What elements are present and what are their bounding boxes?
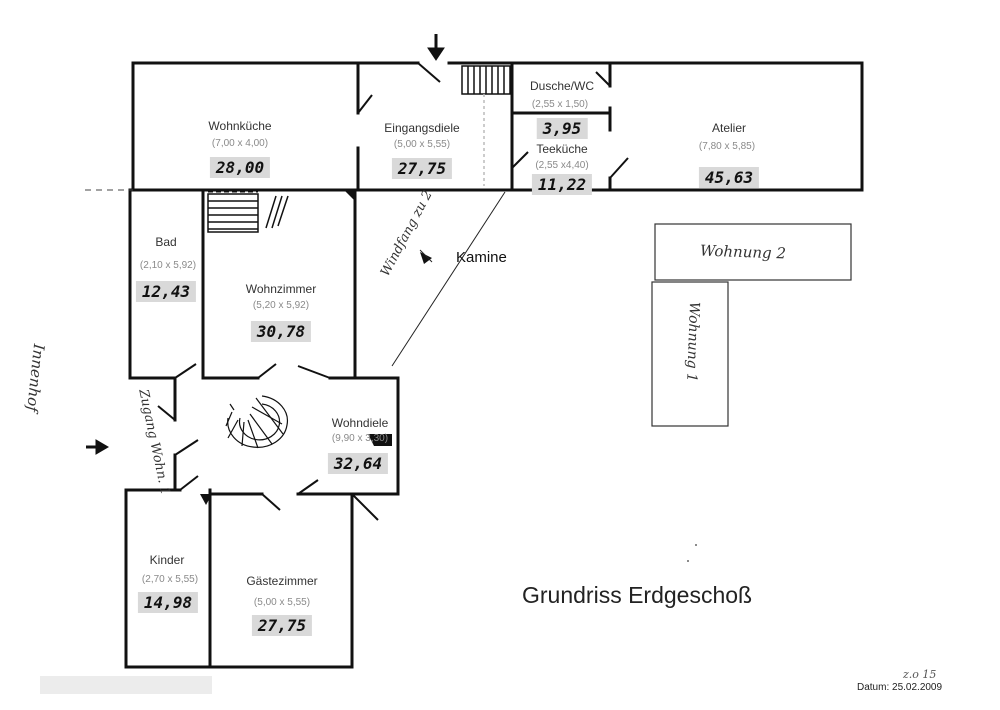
door-swing <box>157 405 176 421</box>
room-dims-kinder: (2,70 x 5,55) <box>141 574 199 585</box>
room-area-wohndiele: 32,64 <box>327 453 389 474</box>
room-name-dusche: Dusche/WC <box>529 79 595 93</box>
arrow-top-icon <box>428 34 444 60</box>
door-swing <box>609 157 629 179</box>
room-area-teekueche: 11,22 <box>531 174 593 195</box>
room-dims-bad: (2,10 x 5,92) <box>139 260 197 271</box>
door-swing <box>595 71 611 87</box>
footer-code: z.o 15 <box>903 668 937 681</box>
door-swing <box>357 94 373 114</box>
door-swing <box>261 493 281 511</box>
room-area-wohnkueche: 28,00 <box>209 157 271 178</box>
room-name-atelier: Atelier <box>711 121 747 135</box>
room-area-bad: 12,43 <box>135 281 197 302</box>
room-name-eingangsdiele: Eingangsdiele <box>384 121 460 135</box>
room-name-bad: Bad <box>155 235 177 249</box>
room-area-gaestezimmer: 27,75 <box>251 615 313 636</box>
room-area-atelier: 45,63 <box>698 167 760 188</box>
room-dims-atelier: (7,80 x 5,85) <box>698 141 756 152</box>
room-name-teekueche: Teeküche <box>536 142 588 156</box>
room-area-eingangsdiele: 27,75 <box>391 158 453 179</box>
room-dims-eingangsdiele: (5,00 x 5,55) <box>393 139 451 150</box>
door-swing <box>257 363 277 379</box>
door-swing <box>174 363 197 379</box>
door-swing <box>297 365 331 379</box>
room-name-wohndiele: Wohndiele <box>331 416 389 430</box>
spiral-stair <box>225 395 289 449</box>
door-swing <box>417 62 441 83</box>
room-name-kinder: Kinder <box>149 553 185 567</box>
wohnung2-label: Wohnung 2 <box>699 241 787 263</box>
stair-top <box>461 65 511 186</box>
room-dims-wohnzimmer: (5,20 x 5,92) <box>252 300 310 311</box>
door-swing <box>174 439 199 456</box>
scan-shadow-bottom <box>40 676 212 694</box>
room-area-dusche: 3,95 <box>536 118 588 139</box>
kamine-label: Kamine <box>456 249 507 266</box>
door-swing <box>297 479 319 495</box>
room-dims-wohnkueche: (7,00 x 4,00) <box>211 138 269 149</box>
room-area-kinder: 14,98 <box>137 592 199 613</box>
room-dims-gaestezimmer: (5,00 x 5,55) <box>253 597 311 608</box>
room-area-wohnzimmer: 30,78 <box>250 321 312 342</box>
wohnung-boxes <box>651 223 852 427</box>
door-swing <box>511 151 529 169</box>
room-name-gaestezimmer: Gästezimmer <box>246 574 318 588</box>
door-swing <box>351 493 379 521</box>
wohnung1-label: Wohnung 1 <box>683 301 702 383</box>
corner-markers <box>200 190 432 505</box>
footer-datum: Datum: 25.02.2009 <box>857 682 943 693</box>
door-swing <box>179 475 199 491</box>
plan-title: Grundriss Erdgeschoß <box>522 582 753 608</box>
room-name-wohnzimmer: Wohnzimmer <box>245 282 317 296</box>
arrow-left-icon <box>86 440 108 454</box>
stair-wohnzimmer <box>207 189 289 233</box>
room-dims-teekueche: (2,55 x4,40) <box>535 160 589 171</box>
arrows <box>86 34 445 455</box>
room-name-wohnkueche: Wohnküche <box>208 119 272 133</box>
room-dims-wohndiele: (9,90 x 3,30) <box>331 433 389 444</box>
room-dims-dusche: (2,55 x 1,50) <box>531 99 589 110</box>
pencil-lines <box>391 191 506 367</box>
